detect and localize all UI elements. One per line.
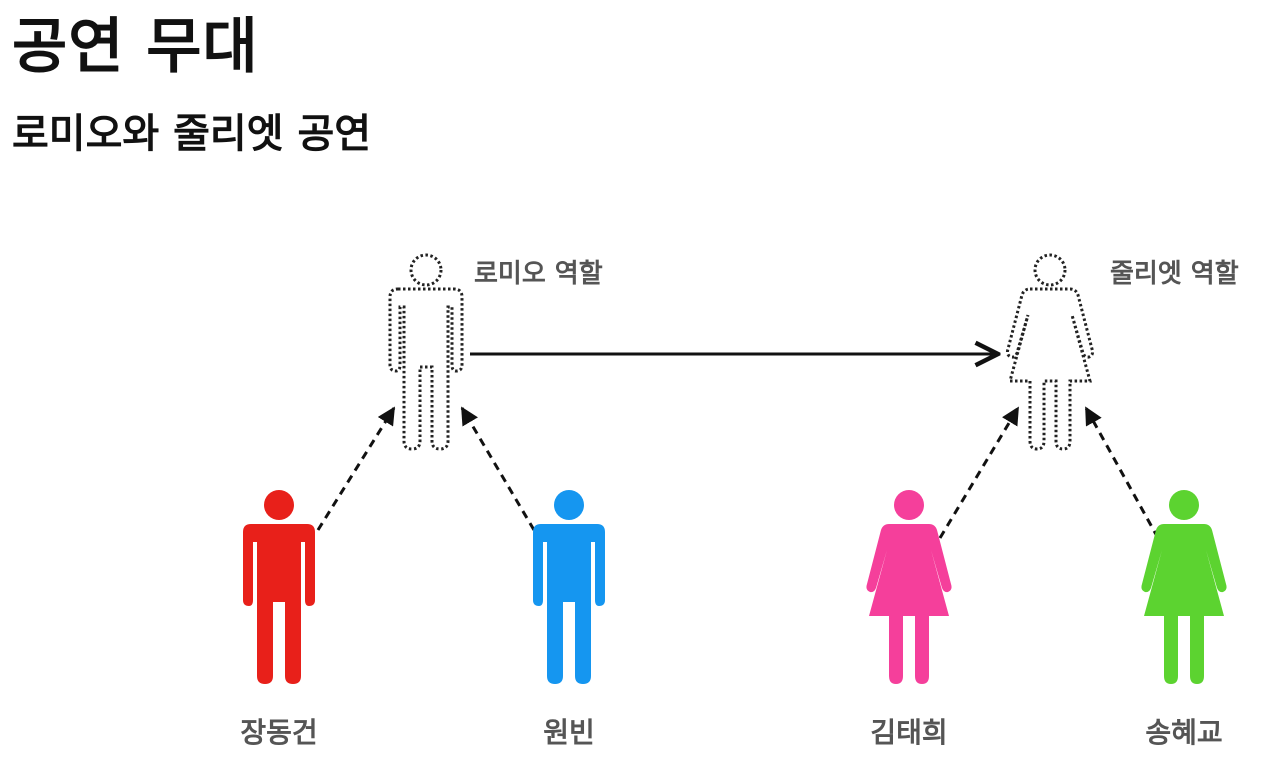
actor-4-name: 송혜교: [1145, 716, 1222, 749]
role-romeo-label: 로미오 역할: [474, 259, 603, 289]
actor-3-name: 김태희: [870, 716, 947, 749]
role-juliet-label: 줄리엣 역할: [1110, 259, 1239, 289]
actor-1-name: 장동건: [240, 716, 317, 749]
role-juliet: 줄리엣 역할: [1005, 253, 1239, 451]
actor-3-figure-icon: [866, 490, 952, 684]
actor-2: 원빈: [533, 490, 605, 749]
page-title: 공연 무대: [12, 12, 259, 82]
actor-2-figure-icon: [533, 490, 605, 684]
role-juliet-figure-icon: [1005, 253, 1095, 451]
actor-1-figure-icon: [243, 490, 315, 684]
actor-4-figure-icon: [1141, 490, 1227, 684]
actor-1-to-romeo-arrow: [316, 406, 396, 531]
role-romeo: 로미오 역할: [388, 253, 603, 451]
actor-3: 김태희: [866, 490, 952, 749]
page-subtitle: 로미오와 줄리엣 공연: [12, 111, 372, 157]
actor-3-to-juliet-arrow: [938, 406, 1020, 539]
actor-2-name: 원빈: [543, 716, 595, 749]
actor-4-to-juliet-arrow: [1084, 406, 1160, 539]
actor-2-to-romeo-arrow: [460, 406, 536, 531]
actor-1: 장동건: [240, 490, 318, 749]
actor-4: 송혜교: [1141, 490, 1227, 749]
role-romeo-figure-icon: [388, 253, 464, 451]
